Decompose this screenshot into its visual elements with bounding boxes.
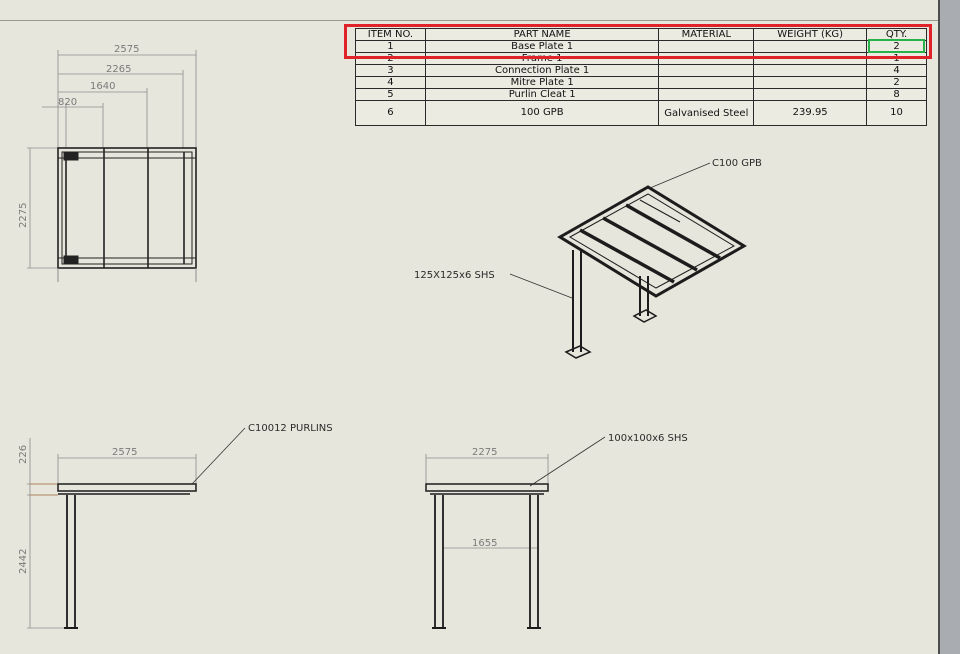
bom-cell-material[interactable]	[658, 88, 755, 101]
plan-dim-1640: 1640	[90, 81, 115, 92]
plan-dimension-lines	[27, 50, 197, 269]
plan-dimension-texts: 2575 2265 1640 820 2275	[18, 44, 139, 228]
selected-row-highlight	[344, 24, 932, 59]
plan-view[interactable]	[27, 50, 197, 282]
iso-label-c100-gpb: C100 GPB	[712, 158, 762, 169]
bom-cell-item[interactable]: 3	[355, 64, 426, 77]
side-dim-2275: 2275	[472, 447, 497, 458]
selected-cell-highlight	[868, 39, 925, 53]
bom-cell-name[interactable]: Connection Plate 1	[424, 64, 660, 77]
bom-cell-qty[interactable]: 2	[866, 76, 927, 89]
bom-cell-qty[interactable]: 10	[866, 100, 927, 126]
bom-cell-item[interactable]: 4	[355, 76, 426, 89]
bom-cell-material[interactable]: Galvanised Steel	[658, 100, 755, 126]
bom-row[interactable]: 1 Base Plate 1 2	[355, 40, 927, 53]
side-label-shs: 100x100x6 SHS	[608, 433, 688, 444]
side-dim-1655: 1655	[472, 538, 497, 549]
bom-cell-weight[interactable]: 239.95	[753, 100, 868, 126]
drawing-canvas[interactable]: 2575 2265 1640 820 2275 C100 GPB 125X125…	[0, 0, 938, 654]
plan-dim-2575: 2575	[114, 44, 139, 55]
bom-cell-qty[interactable]: 8	[866, 88, 927, 101]
iso-labels: C100 GPB 125X125x6 SHS	[414, 158, 762, 281]
bom-cell-qty[interactable]: 4	[866, 64, 927, 77]
bom-cell-material[interactable]	[658, 76, 755, 89]
front-dim-2575: 2575	[112, 447, 137, 458]
bom-row[interactable]: 4 Mitre Plate 1 2	[355, 76, 927, 89]
bom-cell-weight[interactable]	[753, 64, 868, 77]
side-view[interactable]	[425, 436, 606, 629]
front-dim-226: 226	[18, 445, 29, 464]
bom-cell-item[interactable]: 6	[355, 100, 426, 126]
side-dimension-lines	[425, 454, 549, 549]
bom-row[interactable]: 5 Purlin Cleat 1 8	[355, 88, 927, 101]
bom-cell-weight[interactable]	[753, 76, 868, 89]
front-view[interactable]	[27, 427, 246, 629]
side-view-texts: 2275 1655 100x100x6 SHS	[472, 433, 688, 549]
plan-dim-2275: 2275	[18, 203, 29, 228]
bom-cell-item[interactable]: 5	[355, 88, 426, 101]
bom-cell-name[interactable]: Purlin Cleat 1	[424, 88, 660, 101]
iso-view[interactable]	[509, 162, 747, 359]
bom-row[interactable]: 6 100 GPB Galvanised Steel 239.95 10	[355, 100, 927, 126]
bom-cell-weight[interactable]	[753, 88, 868, 101]
sheet-frame-line	[0, 20, 938, 21]
plan-dim-820: 820	[58, 97, 77, 108]
sheet-right-border	[938, 0, 940, 654]
front-dimension-lines	[27, 438, 197, 629]
plan-dim-2265: 2265	[106, 64, 131, 75]
front-view-texts: 2575 226 2442 C10012 PURLINS	[18, 423, 333, 574]
bom-cell-name[interactable]: Mitre Plate 1	[424, 76, 660, 89]
bom-row[interactable]: 3 Connection Plate 1 4	[355, 64, 927, 77]
bom-header-material[interactable]: MATERIAL	[658, 28, 755, 41]
bom-cell-material[interactable]	[658, 64, 755, 77]
bom-table[interactable]: ITEM NO. PART NAME MATERIAL WEIGHT (KG) …	[355, 28, 927, 126]
bom-cell-name[interactable]: 100 GPB	[424, 100, 660, 126]
front-dim-2442: 2442	[18, 549, 29, 574]
iso-label-shs: 125X125x6 SHS	[414, 270, 495, 281]
front-label-purlins: C10012 PURLINS	[248, 423, 333, 434]
